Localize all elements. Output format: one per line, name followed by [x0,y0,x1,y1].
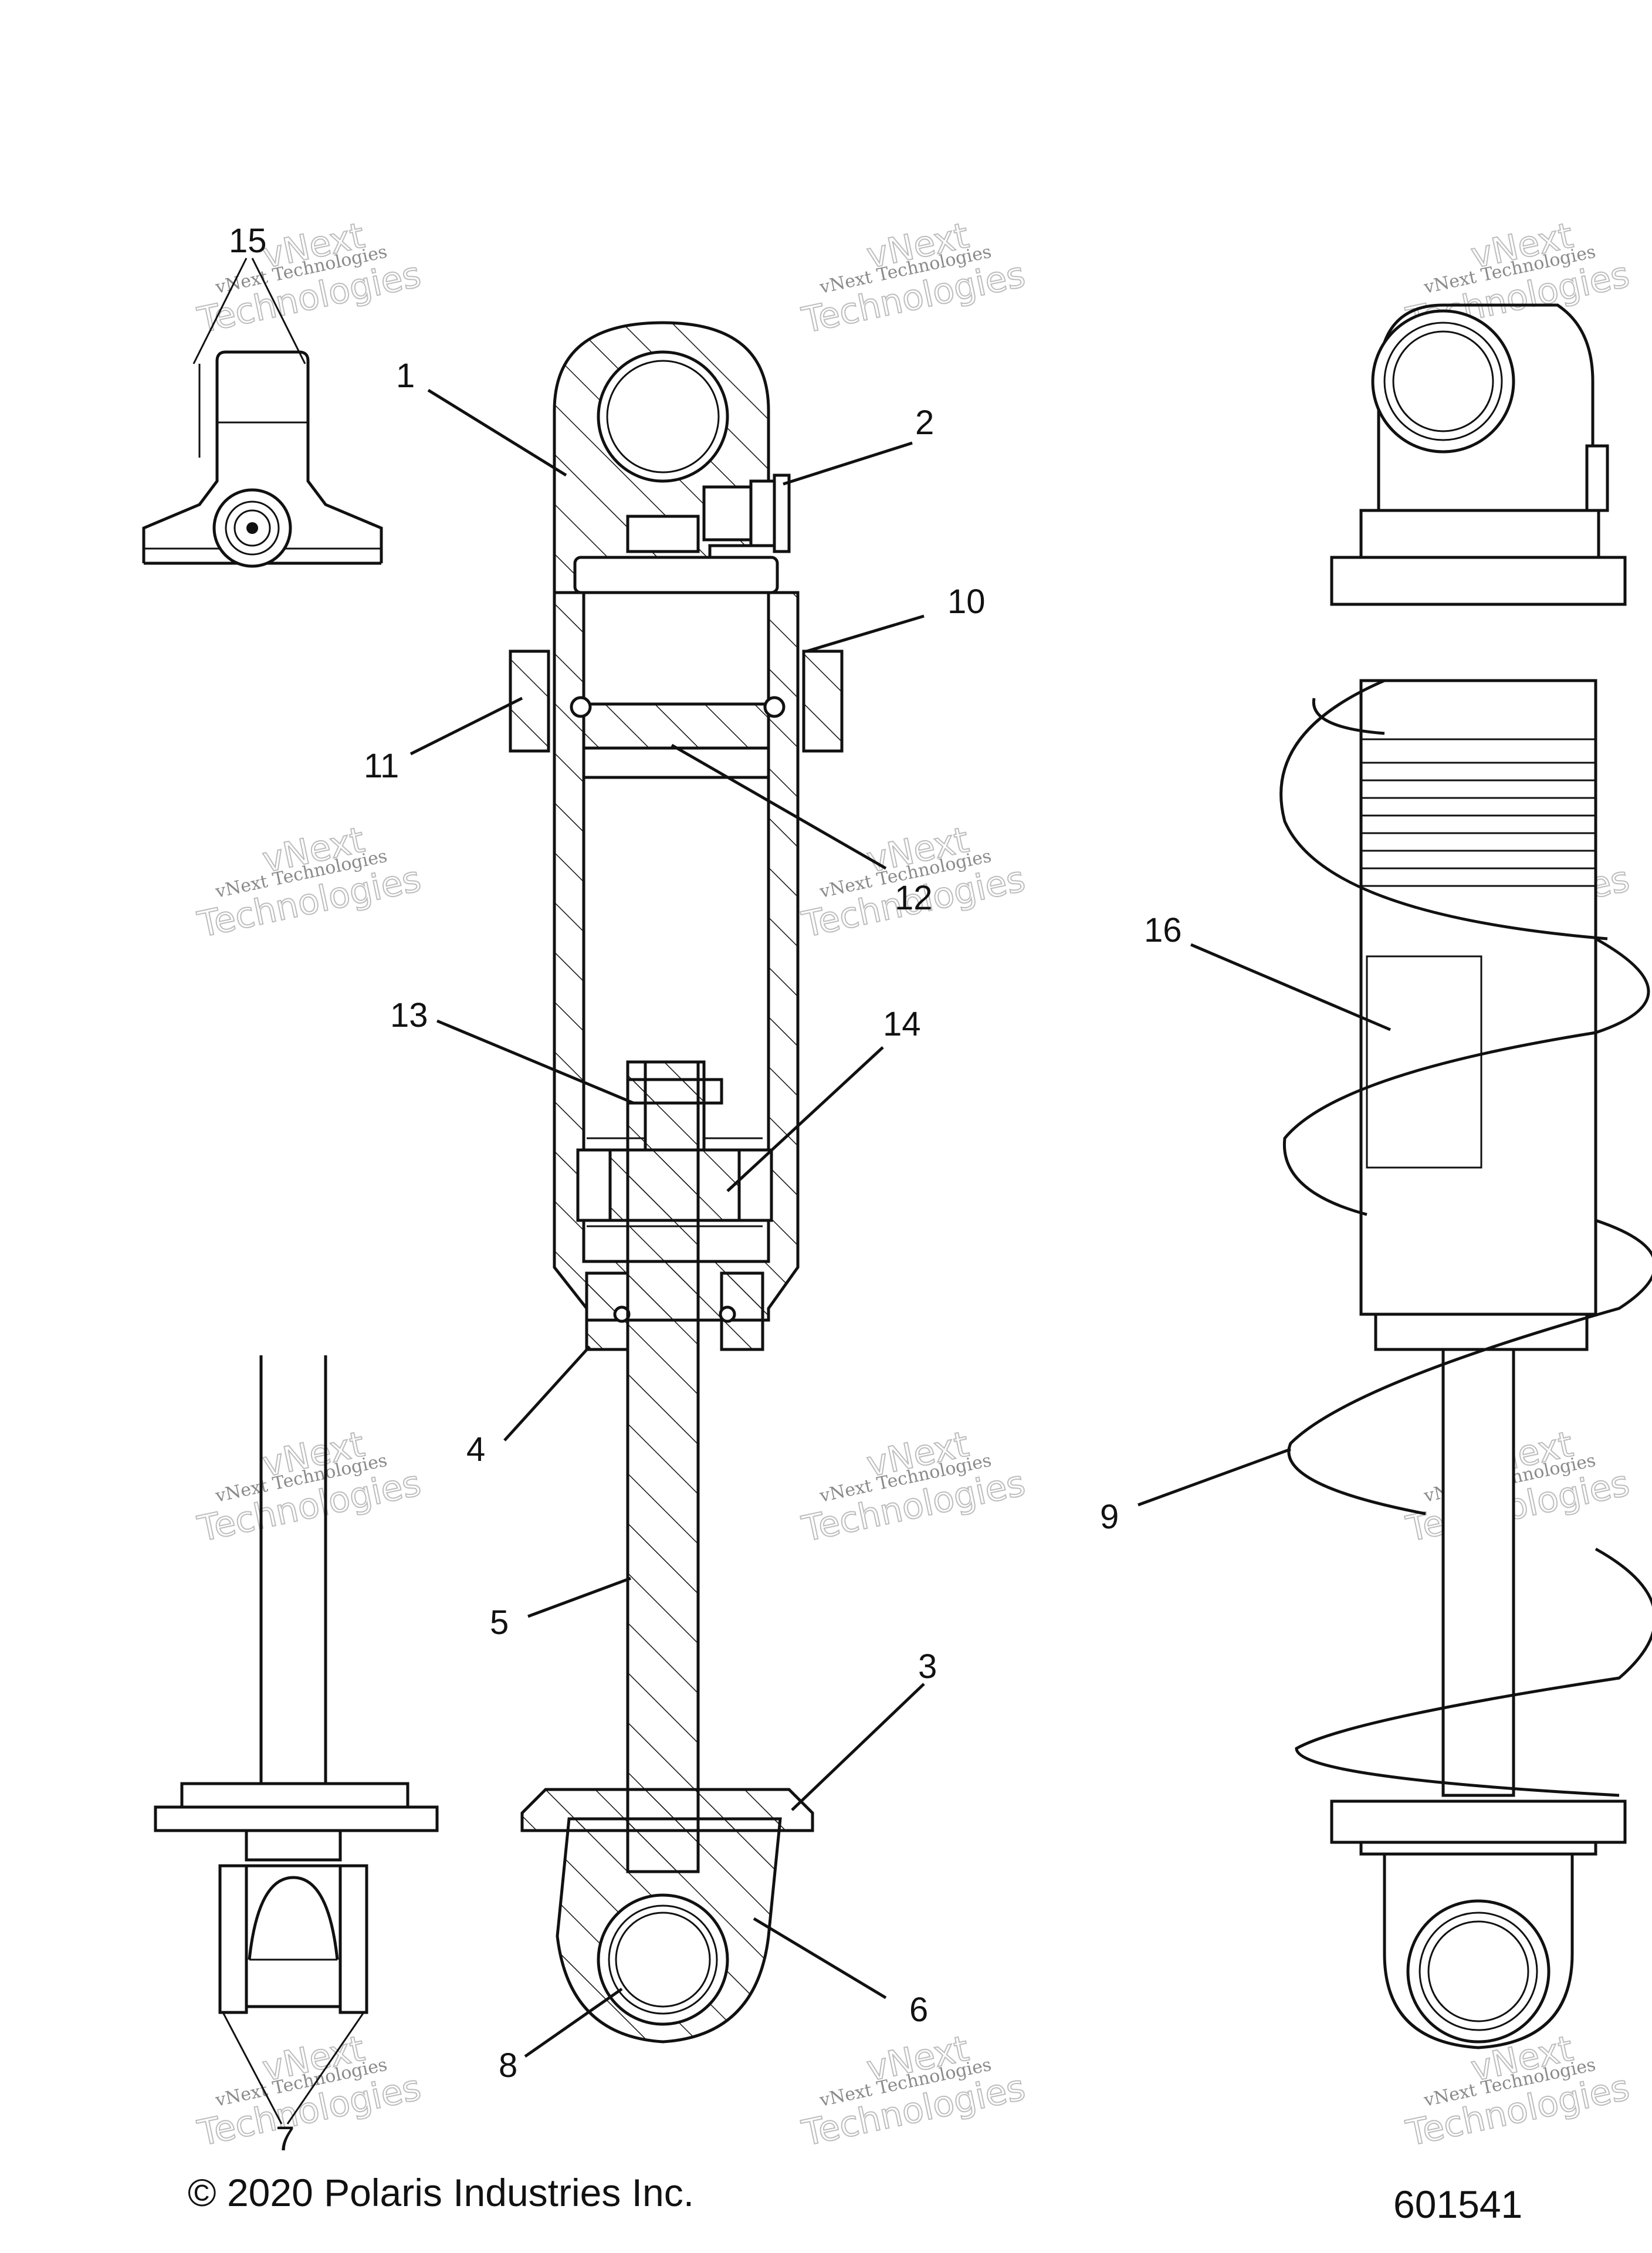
callout-12: 12 [895,879,933,917]
upper-mount-detail [142,258,383,568]
callout-6: 6 [909,1991,928,2029]
figure-number: 601541 [1393,2183,1522,2226]
callout-8: 8 [499,2046,517,2085]
body-threads [1361,762,1596,887]
shock-section-view [509,321,844,2044]
leader-lines [409,388,1391,2058]
lower-mount-detail [154,1355,439,2125]
callout-16: 16 [1144,911,1182,949]
callout-9: 9 [1100,1498,1119,1536]
callout-10: 10 [947,583,986,621]
callout-3: 3 [918,1648,937,1686]
callout-7: 7 [276,2120,294,2158]
callout-1: 1 [396,357,415,395]
callout-14: 14 [883,1005,921,1043]
callout-5: 5 [490,1604,509,1642]
callout-4: 4 [466,1430,485,1469]
callout-11: 11 [364,747,399,785]
callout-2: 2 [915,404,934,442]
shock-external-view [1279,303,1652,2049]
callout-15: 15 [229,222,267,260]
callout-labels: 1 2 3 4 5 6 7 8 9 10 11 12 13 14 15 16 [229,222,1182,2158]
copyright-text: © 2020 Polaris Industries Inc. [188,2171,694,2214]
callout-13: 13 [390,996,428,1034]
